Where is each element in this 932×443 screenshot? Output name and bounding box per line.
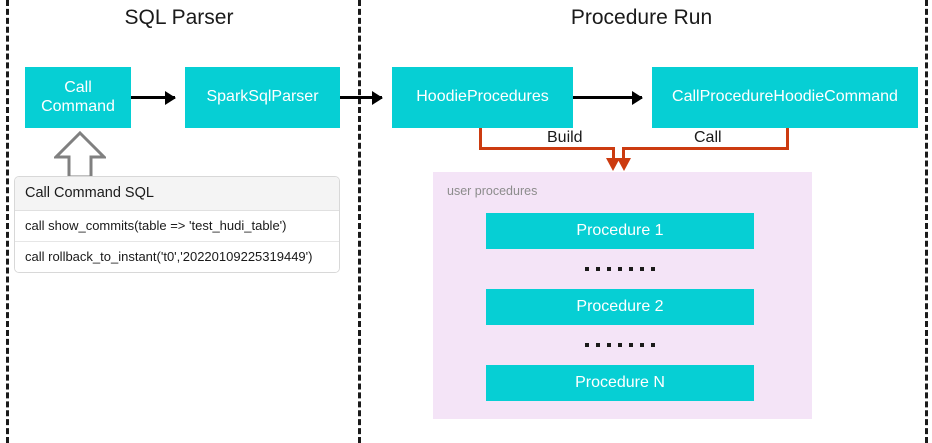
block-up-arrow-icon [54, 131, 106, 179]
divider-middle-dashed [358, 0, 361, 443]
connector-build-horizontal [479, 147, 615, 150]
connector-call-vertical-right [786, 128, 789, 150]
node-call-command: Call Command [25, 67, 131, 128]
procedure-box: Procedure N [486, 365, 754, 401]
procedure-separator-dots [486, 325, 754, 365]
connector-build-vertical-right [612, 147, 615, 161]
divider-left-dashed [6, 0, 9, 443]
dot [607, 343, 611, 347]
arrow-call-command-to-spark-sql-parser [131, 96, 175, 99]
dot [651, 267, 655, 271]
node-spark-sql-parser: SparkSqlParser [185, 67, 340, 128]
dot [596, 343, 600, 347]
procedure-box: Procedure 2 [486, 289, 754, 325]
connector-build-arrowhead [606, 158, 620, 171]
arrow-spark-sql-parser-to-hoodie-procedures [340, 96, 382, 99]
node-call-command-line1: Call [64, 79, 92, 97]
dot [596, 267, 600, 271]
dot [607, 267, 611, 271]
connector-call-label: Call [694, 129, 722, 146]
divider-right-dashed [925, 0, 928, 443]
sql-statement-row: call show_commits(table => 'test_hudi_ta… [15, 211, 339, 241]
dot [585, 343, 589, 347]
dot [629, 267, 633, 271]
connector-call-vertical-left [622, 147, 625, 161]
dot [629, 343, 633, 347]
section-title-procedure-run: Procedure Run [570, 6, 713, 29]
connector-call-horizontal [622, 147, 789, 150]
section-title-sql-parser: SQL Parser [124, 6, 234, 29]
dot [618, 267, 622, 271]
node-call-command-line2: Command [41, 97, 115, 115]
sql-statement-row: call rollback_to_instant('t0','202201092… [15, 241, 339, 272]
dot [640, 267, 644, 271]
dot [651, 343, 655, 347]
user-procedures-label: user procedures [447, 184, 538, 198]
node-hoodie-procedures: HoodieProcedures [392, 67, 573, 128]
call-command-sql-header: Call Command SQL [15, 177, 339, 211]
connector-build-vertical-left [479, 128, 482, 150]
node-call-procedure-hoodie-command: CallProcedureHoodieCommand [652, 67, 918, 128]
dot [640, 343, 644, 347]
arrow-hoodie-procedures-to-call-procedure-hoodie-command [573, 96, 642, 99]
procedure-box: Procedure 1 [486, 213, 754, 249]
dot [585, 267, 589, 271]
procedure-separator-dots [486, 249, 754, 289]
user-procedures-panel: user procedures Procedure 1 Procedure 2 … [433, 172, 812, 419]
call-command-sql-box: Call Command SQL call show_commits(table… [14, 176, 340, 273]
connector-call-arrowhead [617, 158, 631, 171]
dot [618, 343, 622, 347]
connector-build-label: Build [547, 129, 583, 146]
